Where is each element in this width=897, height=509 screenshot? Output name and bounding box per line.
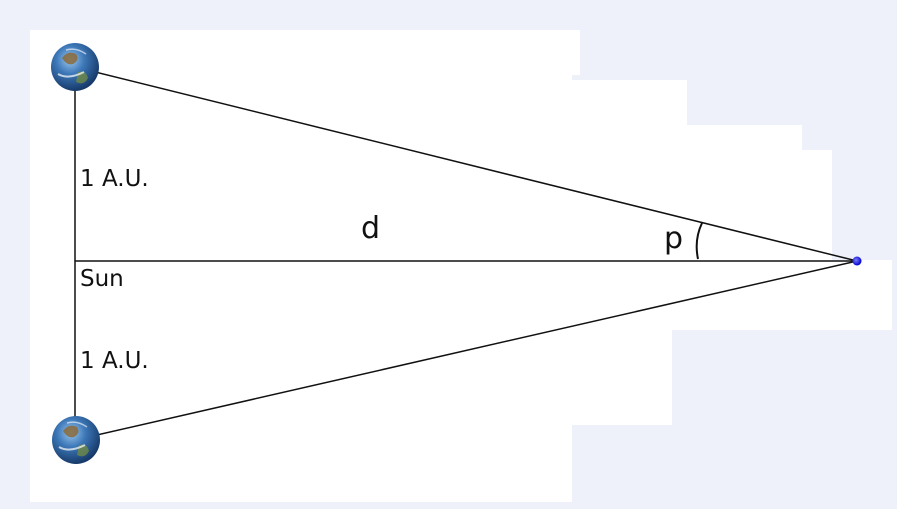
parallax-angle-arc: [695, 222, 703, 260]
background-shape: [572, 80, 687, 130]
upper-sightline: [74, 66, 858, 262]
background-shape: [572, 325, 672, 425]
lower-distance-label: 1 A.U.: [80, 348, 149, 374]
star-point-icon: [852, 256, 862, 266]
background-shape: [572, 150, 832, 265]
background-shape: [572, 30, 580, 75]
lower-sightline: [74, 260, 858, 441]
background-shape: [572, 260, 892, 330]
earth-globe-icon: [52, 416, 100, 464]
earth-globe-icon: [51, 43, 99, 91]
distance-label: d: [361, 211, 381, 246]
diagram-panel: [30, 30, 572, 502]
parallax-angle-label: p: [664, 221, 684, 256]
upper-distance-label: 1 A.U.: [80, 166, 149, 192]
sun-label: Sun: [80, 266, 124, 292]
